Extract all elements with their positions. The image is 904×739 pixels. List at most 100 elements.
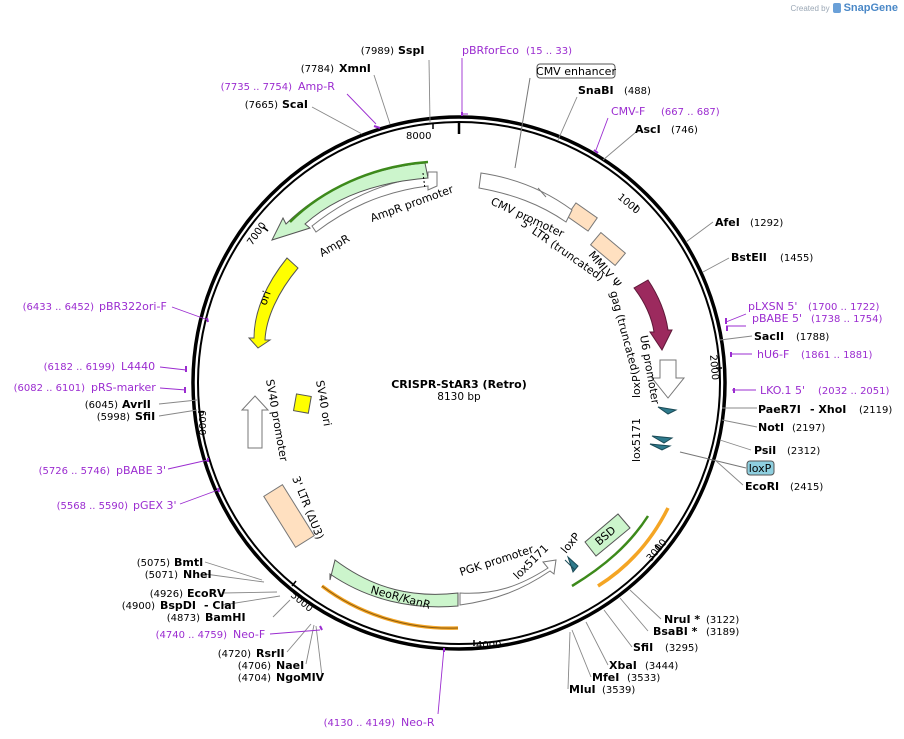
primer-neo-f[interactable]: Neo-F xyxy=(233,628,265,641)
site-pos-sacii: (1788) xyxy=(796,332,829,343)
site-bsabi[interactable]: BsaBI * xyxy=(653,625,698,638)
site-afei[interactable]: AfeI xyxy=(715,216,740,229)
site-pos-bspdi: (4900) xyxy=(122,601,155,612)
site-nhei[interactable]: NheI xyxy=(183,568,212,581)
site-mlui[interactable]: MluI xyxy=(569,683,596,696)
site-xbai[interactable]: XbaI xyxy=(609,659,637,672)
cmv-enhancer-box[interactable] xyxy=(536,63,616,79)
site-sspi[interactable]: SspI xyxy=(398,44,424,57)
ori-label: ori xyxy=(257,289,274,307)
u6-promoter-arrow[interactable] xyxy=(650,359,686,399)
ampr-bar xyxy=(289,160,429,223)
bsd-bar-orange xyxy=(597,507,670,588)
loxp-box[interactable] xyxy=(746,460,775,476)
site-pos-avrii: (6045) xyxy=(85,400,118,411)
site-rsrii[interactable]: RsrII xyxy=(256,647,285,660)
lox5171-upper-marker-b[interactable] xyxy=(649,443,672,451)
site-pos-xbai: (3444) xyxy=(645,661,678,672)
primer-pbr322ori-f[interactable]: pBR322ori-F xyxy=(99,300,167,313)
site-snabi[interactable]: SnaBI xyxy=(578,84,614,97)
primer-plxsn-5[interactable]: pLXSN 5' xyxy=(748,300,797,313)
site-ecorv[interactable]: EcoRV xyxy=(187,587,226,600)
pgk-promoter-arrow[interactable] xyxy=(459,559,557,606)
primer-pos-cmv-f: (667 .. 687) xyxy=(661,107,720,118)
site-pos-ngomiv: (4704) xyxy=(238,673,271,684)
primer-pbrforeco[interactable]: pBRforEco xyxy=(462,44,519,57)
site-nrui[interactable]: NruI * xyxy=(664,613,700,626)
tick-label-5000: 5000 xyxy=(288,590,315,615)
site-noti[interactable]: NotI xyxy=(758,421,784,434)
site-pos-sfii-a: (5998) xyxy=(97,412,130,423)
ampr-label: AmpR xyxy=(317,232,352,260)
sv40-ori-label: SV40 ori xyxy=(313,379,334,427)
site-pos-noti: (2197) xyxy=(792,423,825,434)
site-bspdi[interactable]: BspDI xyxy=(160,599,196,612)
neor-arrow[interactable] xyxy=(329,559,459,608)
plasmid-length: 8130 bp xyxy=(437,391,481,403)
primer-prs-marker[interactable]: pRS-marker xyxy=(91,381,156,394)
site-bamhi[interactable]: BamHI xyxy=(205,611,246,624)
site-pos-nrui: (3122) xyxy=(706,615,739,626)
site-mfei[interactable]: MfeI xyxy=(592,671,619,684)
tick-label-7000: 7000 xyxy=(245,221,269,248)
site-pos-mfei: (3533) xyxy=(627,673,660,684)
primer-l4440[interactable]: L4440 xyxy=(121,360,155,373)
primer-hu6-f[interactable]: hU6-F xyxy=(757,348,789,361)
primer-pgex-3[interactable]: pGEX 3' xyxy=(133,499,177,512)
primer-pos-pbrforeco: (15 .. 33) xyxy=(526,46,572,57)
primer-lko1-5[interactable]: LKO.1 5' xyxy=(760,384,805,397)
site-avrii[interactable]: AvrII xyxy=(122,398,151,411)
primer-pos-prs-marker: (6082 .. 6101) xyxy=(14,383,86,394)
primer-pos-pgex-3: (5568 .. 5590) xyxy=(57,501,129,512)
site-xmni[interactable]: XmnI xyxy=(339,62,371,75)
sv40-ori-box[interactable] xyxy=(292,393,312,414)
cmv-promoter-arrow[interactable] xyxy=(478,172,573,223)
site-pos-scai: (7665) xyxy=(245,100,278,111)
primer-pos-lko1-5: (2032 .. 2051) xyxy=(818,386,890,397)
ori-arrow[interactable] xyxy=(247,257,299,349)
site-pos-nhei: (5071) xyxy=(145,570,178,581)
site-ecori[interactable]: EcoRI xyxy=(745,480,779,493)
primer-pos-pbabe-5: (1738 .. 1754) xyxy=(811,314,883,325)
site-pos-sfii-b: (3295) xyxy=(665,643,698,654)
site-pos-xmni: (7784) xyxy=(301,64,334,75)
ltr3-box[interactable] xyxy=(263,484,315,548)
site-scai[interactable]: ScaI xyxy=(282,98,308,111)
site-bmti[interactable]: BmtI xyxy=(174,556,203,569)
primer-pbabe-3[interactable]: pBABE 3' xyxy=(116,464,166,477)
site-bsteii[interactable]: BstEII xyxy=(731,251,767,264)
site-psii[interactable]: PsiI xyxy=(754,444,776,457)
site-clai[interactable]: - ClaI xyxy=(204,599,236,612)
mmlv-box[interactable] xyxy=(589,231,627,267)
ltr5-box[interactable] xyxy=(566,202,598,232)
primer-cmv-f[interactable]: CMV-F xyxy=(611,105,645,118)
lox5171-lower-marker[interactable] xyxy=(564,555,579,574)
bsd-bar xyxy=(571,515,650,588)
ampr-boundary xyxy=(422,172,426,190)
site-xhoi[interactable]: - XhoI xyxy=(810,403,846,416)
site-sacii[interactable]: SacII xyxy=(754,330,784,343)
primer-neo-r[interactable]: Neo-R xyxy=(401,716,435,729)
primer-pos-neo-r: (4130 .. 4149) xyxy=(324,718,396,729)
primer-pos-hu6-f: (1861 .. 1881) xyxy=(801,350,873,361)
bsd-arrow[interactable] xyxy=(584,513,631,557)
loxp-upper-marker[interactable] xyxy=(657,406,678,415)
site-pos-naei: (4706) xyxy=(238,661,271,672)
sv40-promoter-arrow[interactable] xyxy=(240,395,270,449)
primer-pos-pbr322ori-f: (6433 .. 6452) xyxy=(23,302,95,313)
loxp-upper-label: loxP xyxy=(630,375,643,398)
lox5171-upper-marker-a[interactable] xyxy=(651,435,674,444)
loxp-box-leader xyxy=(679,451,747,469)
site-paer7i[interactable]: PaeR7I xyxy=(758,403,801,416)
site-pos-bsabi: (3189) xyxy=(706,627,739,638)
primer-pbabe-5[interactable]: pBABE 5' xyxy=(752,312,802,325)
site-sfii-a[interactable]: SfiI xyxy=(135,410,155,423)
gag-arrow[interactable] xyxy=(633,279,673,351)
primer-ticks xyxy=(184,112,735,652)
primer-amp-r[interactable]: Amp-R xyxy=(298,80,335,93)
site-sfii-b[interactable]: SfiI xyxy=(633,641,653,654)
site-naei[interactable]: NaeI xyxy=(276,659,304,672)
site-asci[interactable]: AscI xyxy=(635,123,661,136)
site-ngomiv[interactable]: NgoMIV xyxy=(276,671,325,684)
site-pos-ecorv: (4926) xyxy=(150,589,183,600)
